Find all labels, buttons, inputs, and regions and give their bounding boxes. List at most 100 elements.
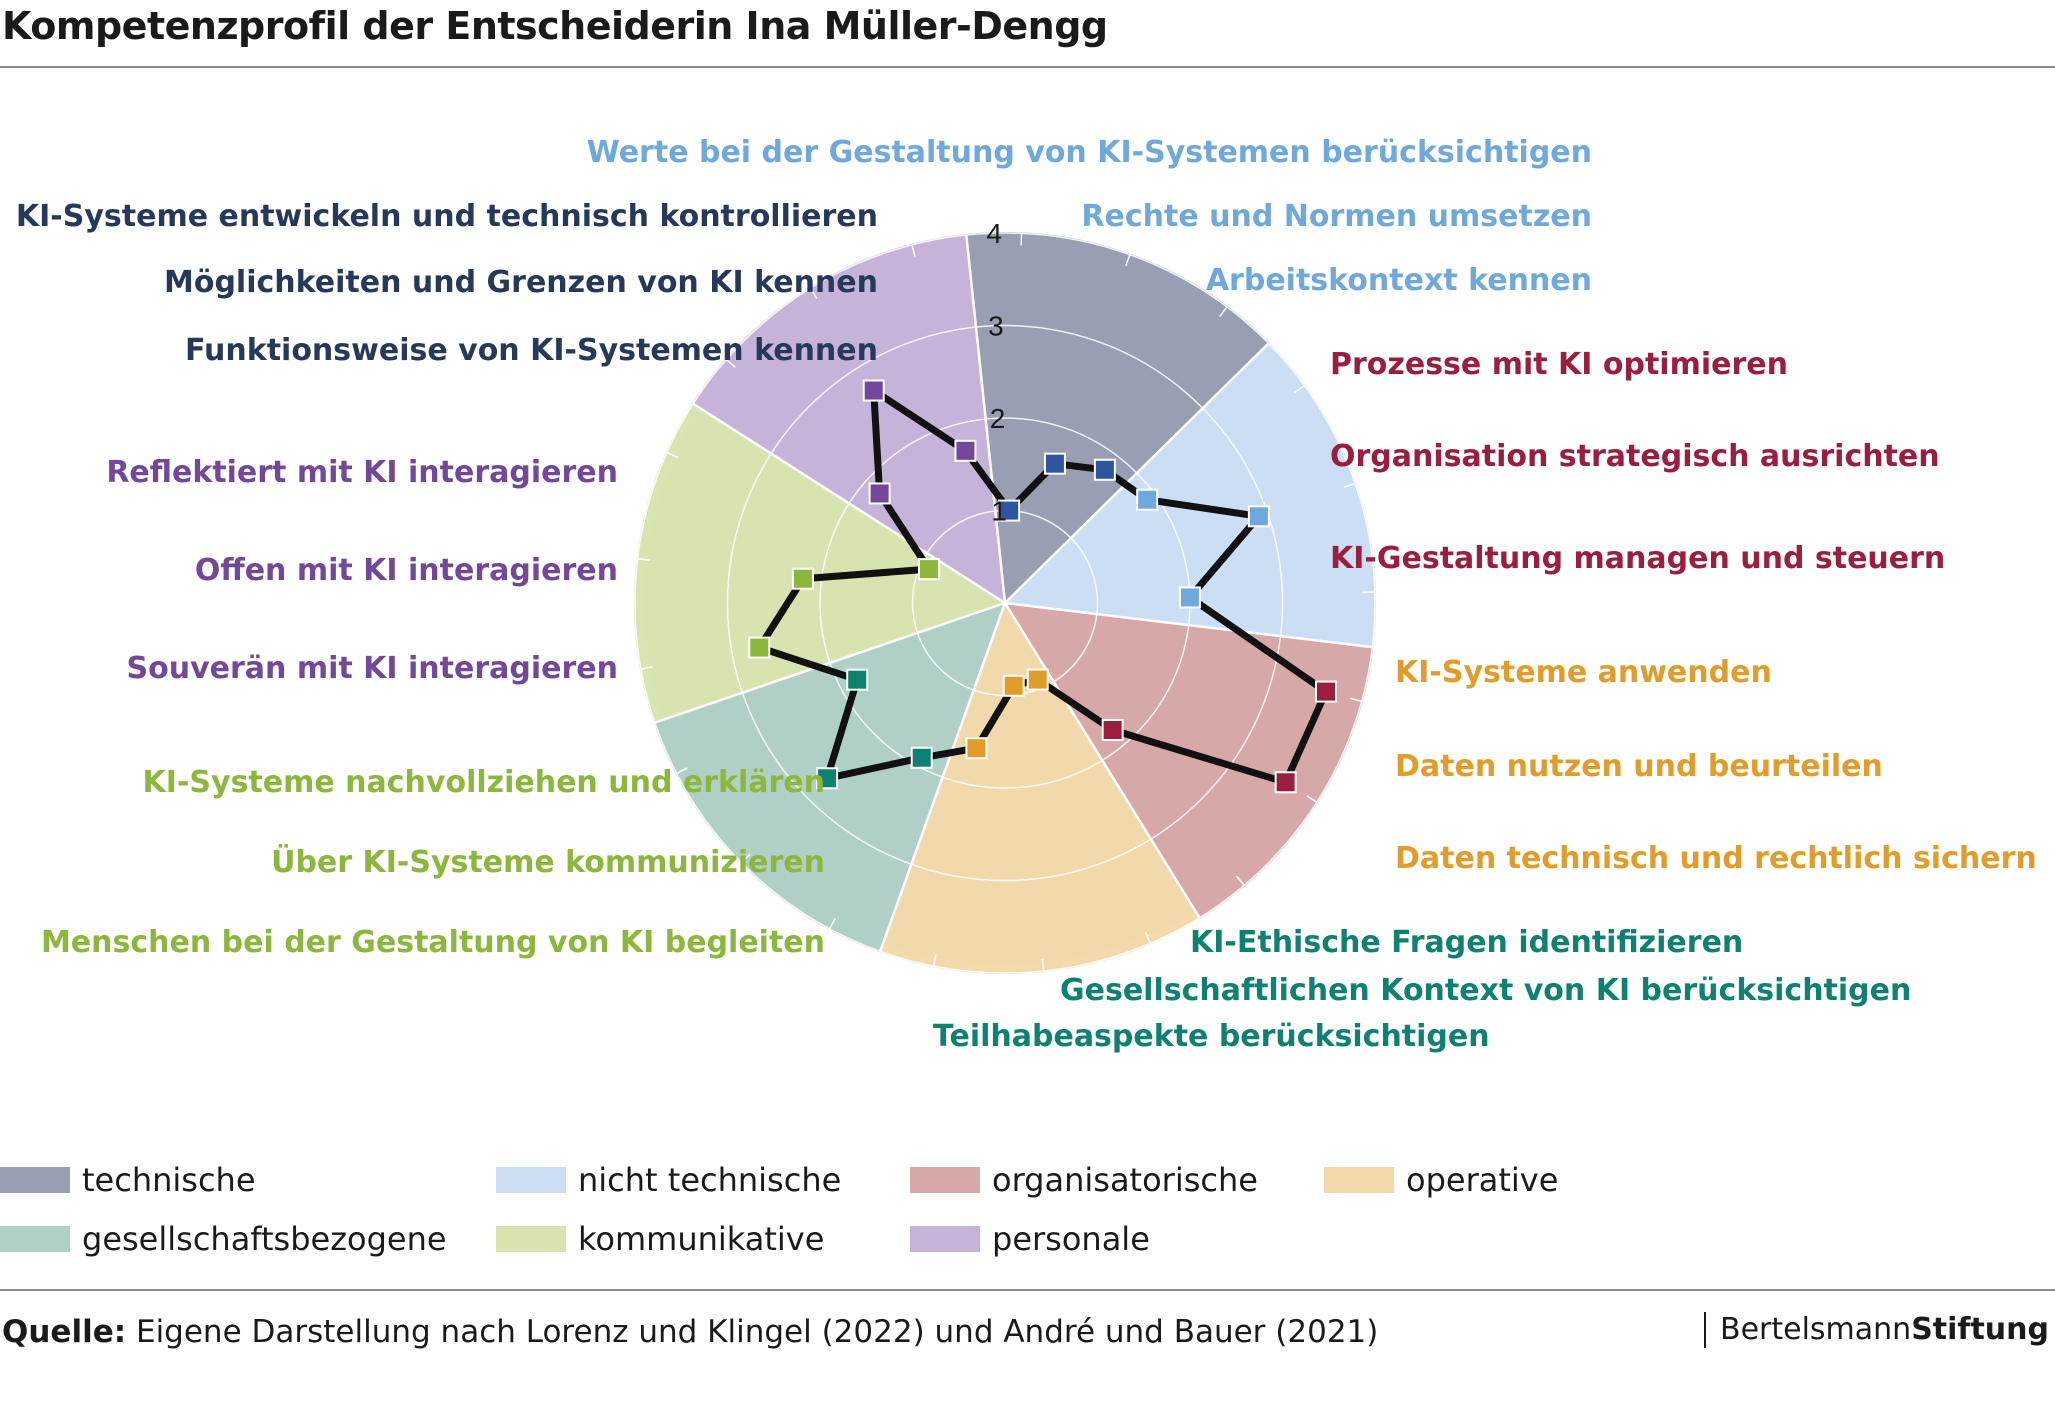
category-label: KI-Gestaltung managen und steuern	[1330, 541, 1945, 576]
data-point	[1136, 488, 1159, 511]
data-point	[1178, 586, 1201, 609]
brand-part2: Stiftung	[1911, 1312, 2049, 1347]
data-point	[1043, 452, 1066, 475]
data-point	[954, 439, 977, 462]
legend-item: personale	[910, 1219, 1150, 1259]
data-point	[748, 636, 771, 659]
sector-divider	[965, 234, 1007, 604]
data-point	[1101, 719, 1124, 742]
sector-divider	[1004, 601, 1373, 649]
legend-label: nicht technische	[578, 1161, 842, 1199]
legend-item: kommunikative	[496, 1219, 824, 1259]
brand-part1: Bertelsmann	[1719, 1312, 1912, 1347]
axis-tick	[829, 917, 837, 930]
category-label: Rechte und Normen umsetzen	[1081, 199, 1592, 234]
category-label: Reflektiert mit KI interagieren	[106, 455, 618, 490]
category-label: KI-Ethische Fragen identifizieren	[1190, 925, 1743, 960]
data-point	[846, 668, 869, 691]
axis-tick	[809, 287, 818, 299]
category-label: Über KI-Systeme kommunizieren	[271, 843, 825, 880]
legend-item: nicht technische	[496, 1160, 841, 1200]
data-point	[1314, 680, 1337, 703]
axis-tick	[932, 954, 937, 967]
legend-label: organisatorische	[992, 1161, 1258, 1199]
legend-item: technische	[0, 1160, 256, 1200]
legend-swatch	[1324, 1167, 1394, 1193]
source-label: Quelle:	[2, 1314, 127, 1350]
series-line	[755, 387, 1330, 786]
sector-divider	[654, 601, 1006, 724]
category-label: KI-Systeme anwenden	[1395, 655, 1772, 690]
data-point	[868, 482, 891, 505]
sector-operative	[880, 603, 1200, 973]
data-point	[791, 567, 814, 590]
category-label: Souverän mit KI interagieren	[127, 651, 618, 686]
data-point	[1247, 505, 1270, 528]
grid-layer	[634, 232, 1376, 974]
legend-swatch	[910, 1226, 980, 1252]
sector-divider	[1004, 342, 1270, 604]
sector-technische	[966, 233, 1269, 603]
axis-tick	[1041, 958, 1045, 972]
axis-tick	[1020, 233, 1023, 246]
title-divider	[0, 66, 2055, 68]
axis-tick	[911, 244, 916, 257]
category-label: Offen mit KI interagieren	[195, 553, 618, 588]
axis-tick	[740, 853, 751, 864]
data-point	[816, 767, 839, 790]
axis-tick	[1235, 875, 1245, 886]
axis-tick	[1294, 384, 1305, 394]
data-point	[965, 737, 988, 760]
grid-ring	[634, 232, 1376, 974]
legend-label: technische	[82, 1161, 256, 1199]
axis-tick	[1145, 931, 1152, 944]
grid-ring	[726, 324, 1284, 882]
marker-layer	[748, 379, 1337, 794]
axis-tick	[725, 358, 736, 369]
data-point	[1274, 771, 1297, 794]
category-label: KI-Systeme nachvollziehen und erklären	[143, 765, 825, 800]
data-point	[1093, 458, 1116, 481]
data-point	[910, 746, 933, 769]
category-label: Prozesse mit KI optimieren	[1330, 347, 1788, 382]
axis-tick	[1343, 482, 1356, 489]
legend-swatch	[910, 1167, 980, 1193]
legend-item: operative	[1324, 1160, 1558, 1200]
axis-tick	[1306, 795, 1318, 803]
category-labels: Funktionsweise von KI-Systemen kennenMög…	[16, 135, 2037, 1054]
legend-swatch	[496, 1167, 566, 1193]
axis-tick	[640, 666, 653, 670]
category-label: Arbeitskontext kennen	[1206, 263, 1592, 298]
category-label: Funktionsweise von KI-Systemen kennen	[185, 333, 878, 368]
category-label: Werte bei der Gestaltung von KI-Systemen…	[587, 135, 1592, 170]
data-point	[998, 499, 1021, 522]
source-note: Quelle: Eigene Darstellung nach Lorenz u…	[2, 1314, 1378, 1350]
legend-label: kommunikative	[578, 1220, 825, 1258]
legend-label: gesellschaftsbezogene	[82, 1220, 447, 1258]
axis-tick	[1125, 254, 1131, 267]
data-point	[862, 379, 885, 402]
category-label: Gesellschaftlichen Kontext von KI berück…	[1060, 973, 1911, 1008]
sector-nicht-technische	[1005, 343, 1375, 648]
category-label: Organisation strategisch ausrichten	[1330, 439, 1940, 474]
tick-label: 3	[988, 311, 1004, 342]
category-label: Daten technisch und rechtlich sichern	[1395, 841, 2037, 876]
sector-kommunikative	[635, 403, 1005, 723]
legend-label: personale	[992, 1220, 1150, 1258]
tick-label: 1	[991, 496, 1007, 527]
category-label: Teilhabeaspekte berücksichtigen	[933, 1019, 1490, 1054]
sector-divider	[692, 402, 1006, 605]
legend-item: gesellschaftsbezogene	[0, 1219, 447, 1259]
axis-tick	[666, 451, 679, 459]
category-label: Menschen bei der Gestaltung von KI begle…	[41, 925, 825, 960]
data-point	[1002, 674, 1025, 697]
axis-tick	[637, 558, 650, 562]
chart-title: Kompetenzprofil der Entscheiderin Ina Mü…	[2, 4, 1108, 48]
legend: technische nicht technische organisatorisc…	[0, 1160, 1700, 1270]
legend-label: operative	[1406, 1161, 1559, 1199]
axis-tick	[1349, 697, 1362, 703]
brand-logo: BertelsmannStiftung	[1703, 1312, 2049, 1348]
legend-swatch	[0, 1226, 70, 1252]
footer-divider	[0, 1289, 2055, 1291]
data-point	[1026, 668, 1049, 691]
